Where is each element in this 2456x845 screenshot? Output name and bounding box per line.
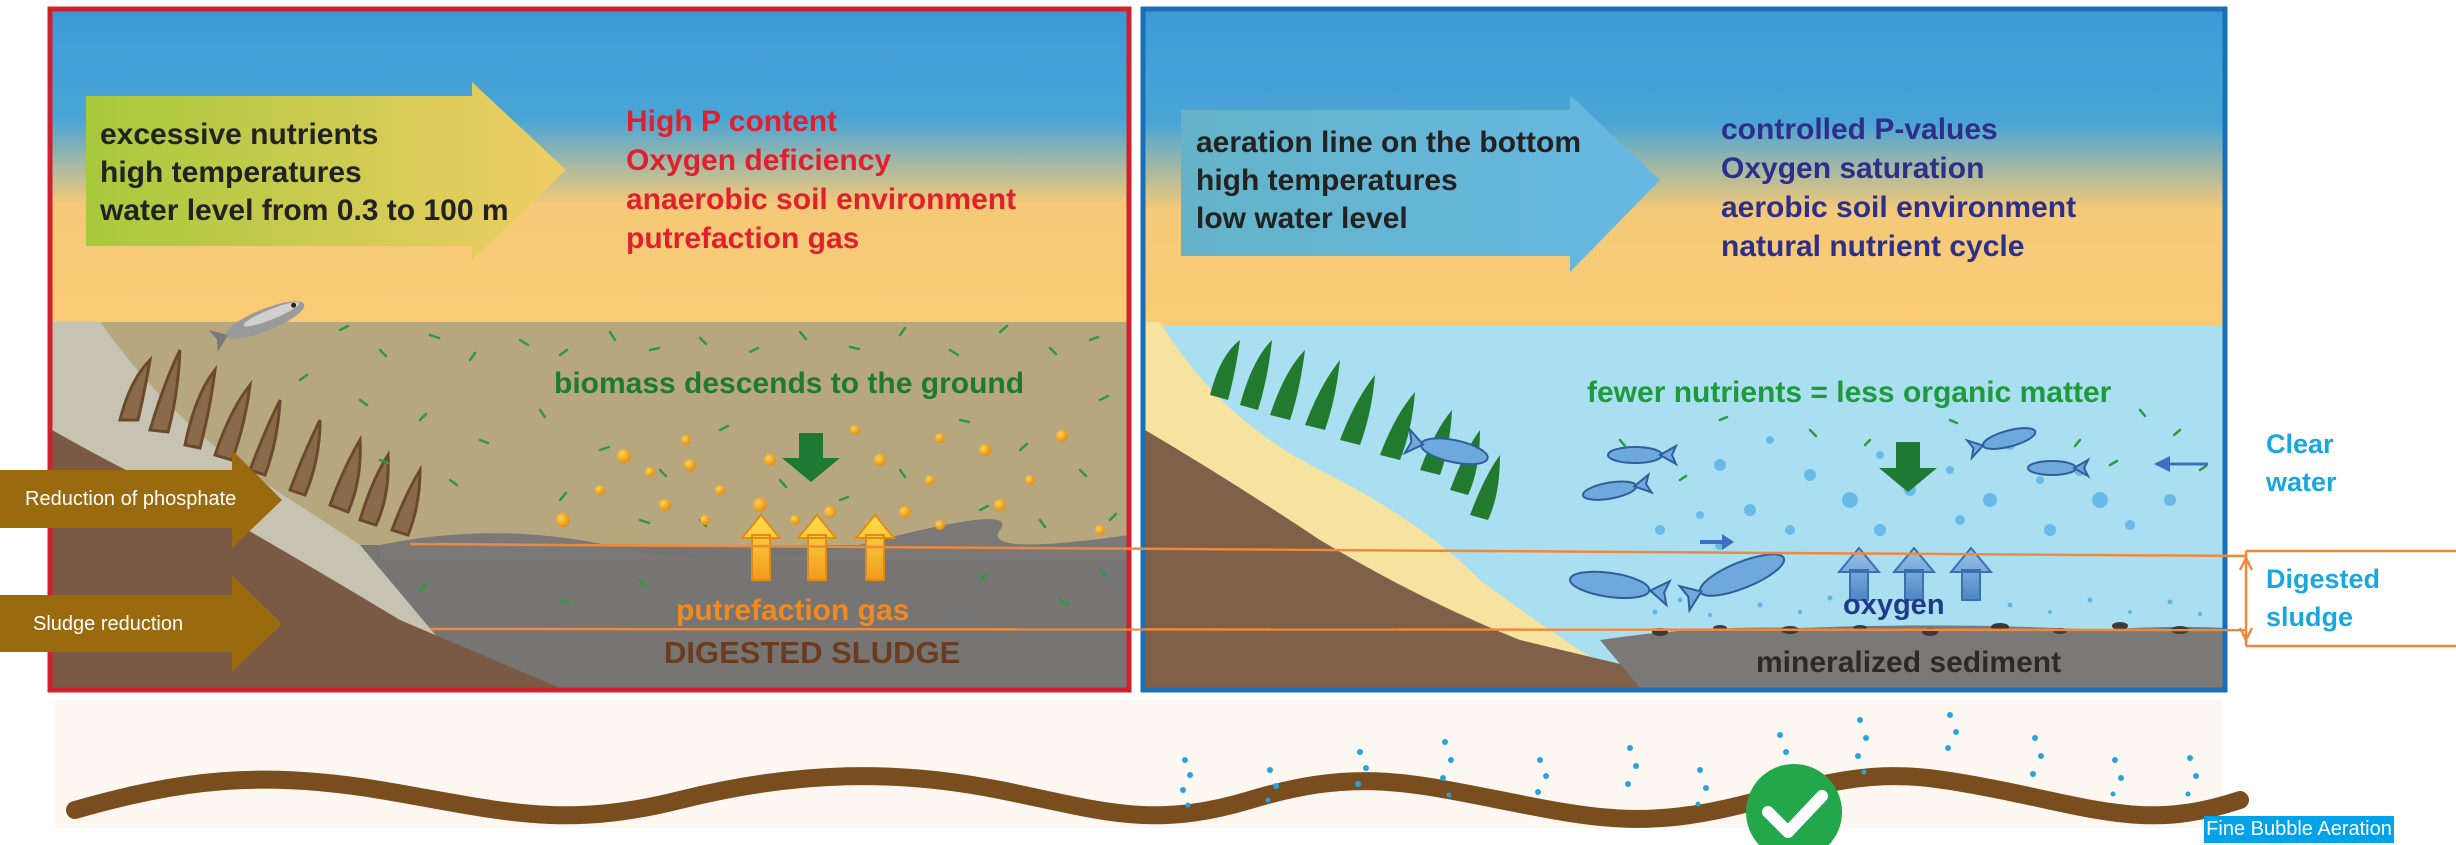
aeration-strip: [55, 700, 2249, 845]
sludge-label: DIGESTED SLUDGE: [664, 635, 960, 670]
right-effect-4: natural nutrient cycle: [1721, 230, 2024, 263]
clear-water-label: Clear water: [2266, 425, 2337, 501]
down-arrow-icon: [782, 433, 840, 482]
callout-phosphate-label: Reduction of phosphate: [25, 488, 237, 510]
right-panel: aeration line on the bottom high tempera…: [1140, 6, 2228, 693]
cause-arrow-right: [1181, 95, 1660, 272]
flow-arrow-icon: [1700, 534, 1734, 550]
left-effect-1: High P content: [626, 105, 837, 138]
right-cause-1: aeration line on the bottom: [1196, 126, 1581, 159]
digested-sludge-line-2: sludge: [2266, 602, 2354, 632]
left-effect-2: Oxygen deficiency: [626, 144, 891, 177]
oxygen-arrows: [1836, 546, 1994, 601]
down-arrow-icon: [1879, 442, 1937, 492]
fish-icon: [1402, 426, 2091, 614]
right-effect-3: aerobic soil environment: [1721, 191, 2076, 224]
aeration-hose: [66, 767, 2249, 828]
fine-bubble-aeration-badge: Fine Bubble Aeration: [2204, 816, 2394, 843]
diffuser-bubbles: [1652, 595, 2202, 617]
cause-arrow-left: [86, 82, 566, 260]
left-cause-1: excessive nutrients: [100, 118, 378, 151]
left-cause-2: high temperatures: [100, 156, 362, 189]
check-icon: [1746, 764, 1842, 845]
right-effect-2: Oxygen saturation: [1721, 152, 1984, 185]
sediment-label: mineralized sediment: [1756, 646, 2061, 679]
biomass-label: biomass descends to the ground: [554, 367, 1024, 400]
clear-water-line-2: water: [2266, 467, 2337, 497]
left-effect-3: anaerobic soil environment: [626, 183, 1016, 216]
algae-particles-right: [1618, 408, 2208, 482]
callout-sludge-label: Sludge reduction: [33, 613, 184, 635]
left-effect-4: putrefaction gas: [626, 222, 859, 255]
clear-water-pointer: [2154, 456, 2208, 472]
digested-sludge-line-1: Digested: [2266, 564, 2381, 594]
dead-plants: [118, 349, 422, 537]
fish-icon: [208, 301, 305, 353]
nutrients-label: fewer nutrients = less organic matter: [1587, 376, 2112, 409]
left-frame: [47, 6, 1132, 693]
aeration-bubbles: [1180, 712, 2199, 808]
left-cause-3: water level from 0.3 to 100 m: [99, 194, 509, 227]
callout-sludge: [0, 575, 282, 672]
sediment-layer: [1600, 625, 2225, 688]
clear-water-line-1: Clear: [2266, 429, 2334, 459]
digested-sludge-label: Digested sludge: [2266, 560, 2380, 636]
right-effect-1: controlled P-values: [1721, 113, 1998, 146]
left-panel: excessive nutrients high temperatures wa…: [47, 6, 1132, 693]
gas-label: putrefaction gas: [676, 594, 909, 627]
right-frame: [1140, 6, 2228, 693]
level-lines: [409, 542, 2456, 648]
oxygen-label: oxygen: [1843, 589, 1945, 621]
algae-particles: [298, 324, 1118, 606]
right-cause-2: high temperatures: [1196, 164, 1458, 197]
callout-phosphate: [0, 450, 282, 548]
right-cause-3: low water level: [1196, 202, 1408, 235]
